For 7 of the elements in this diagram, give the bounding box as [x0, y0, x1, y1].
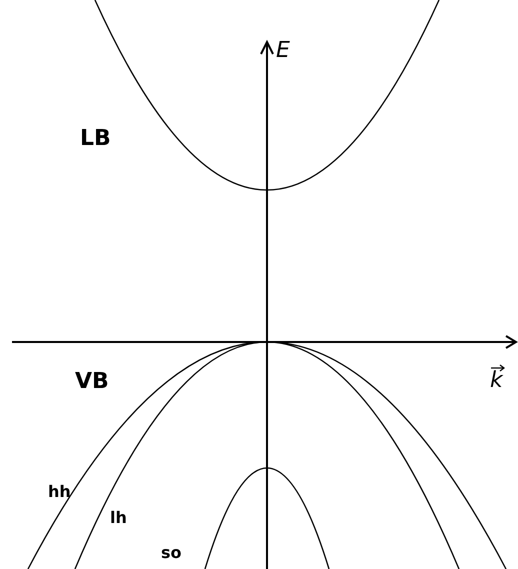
band-label: lh: [110, 510, 127, 526]
axis-label: k: [490, 364, 503, 392]
band-label: so: [161, 545, 182, 561]
band-label: VB: [75, 371, 109, 393]
band-label: hh: [48, 484, 71, 500]
axis-label: E: [276, 40, 290, 62]
band-label: LB: [80, 128, 111, 150]
